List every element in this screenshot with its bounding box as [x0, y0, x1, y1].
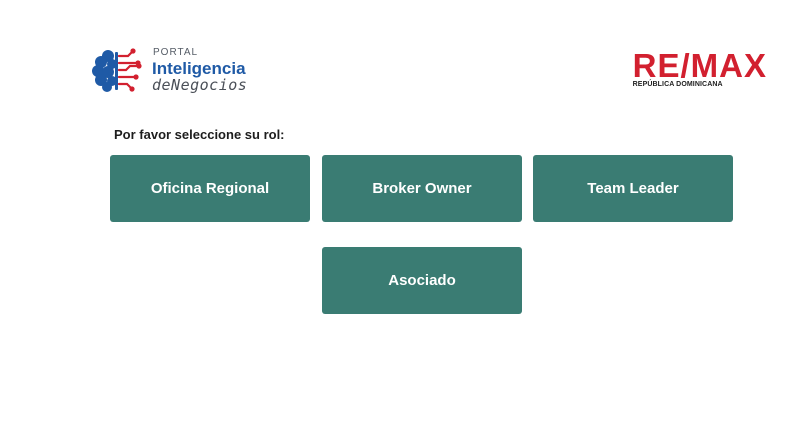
remax-wordmark: RE/MAX [632, 47, 767, 84]
team-leader-button[interactable]: Team Leader [533, 155, 733, 222]
brain-circuit-icon [92, 48, 142, 92]
asociado-button[interactable]: Asociado [322, 247, 522, 314]
portal-inteligencia-logo: PORTAL Inteligencia deNegocios [90, 44, 247, 96]
remax-country-label: REPÚBLICA DOMINICANA [632, 81, 723, 88]
logo-inteligencia-label: Inteligencia [152, 58, 246, 78]
role-prompt: Por favor seleccione su rol: [114, 127, 285, 142]
logo-negocios-label: deNegocios [152, 75, 248, 94]
remax-logo: RE/MAX REPÚBLICA DOMINICANA [632, 47, 767, 88]
logo-portal-label: PORTAL [153, 46, 199, 58]
broker-owner-button[interactable]: Broker Owner [322, 155, 522, 222]
oficina-regional-button[interactable]: Oficina Regional [110, 155, 310, 222]
